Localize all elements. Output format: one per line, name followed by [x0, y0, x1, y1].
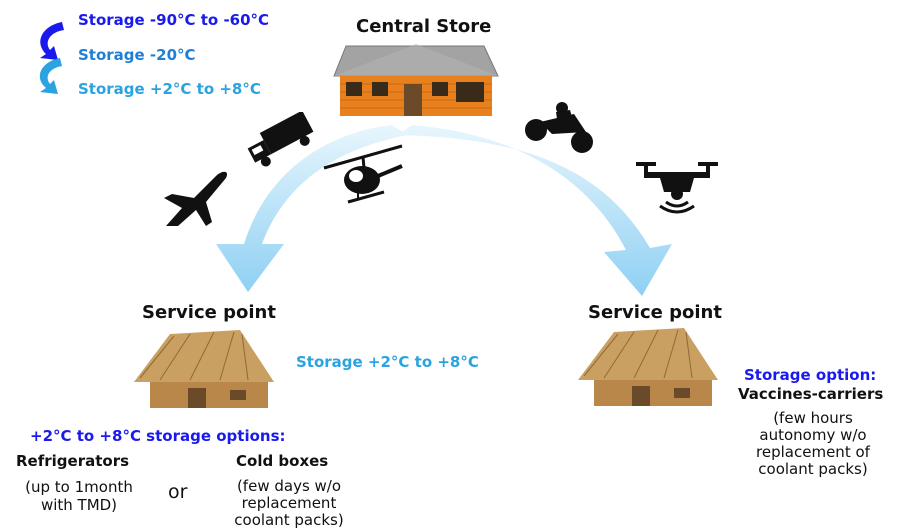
hut-icon [134, 330, 274, 408]
vaccine-carriers-line-4: coolant packs) [758, 460, 868, 478]
legend-item-frozen: Storage -20°C [78, 46, 196, 64]
central-store-title: Central Store [356, 16, 492, 37]
legend-curl-arrow-bottom [39, 58, 62, 94]
legend-curl-arrow-top [40, 22, 64, 60]
cold-boxes-line-3: coolant packs) [234, 511, 344, 529]
hut-icon [578, 328, 718, 406]
vaccine-carriers-description: (few hours autonomy w/o replacement of c… [730, 410, 896, 478]
cold-boxes-line-1: (few days w/o [236, 477, 342, 495]
storage-legend: Storage -90°C to -60°C Storage -20°C Sto… [78, 11, 269, 98]
cold-boxes-description: (few days w/o replacement coolant packs) [212, 478, 366, 529]
right-service-point-title: Service point [588, 302, 722, 323]
vaccine-carriers-title: Vaccines-carriers [738, 385, 884, 403]
helicopter-icon [323, 144, 403, 204]
refrigerators-description: (up to 1month with TMD) [6, 478, 152, 514]
vaccine-carriers-line-1: (few hours [773, 409, 853, 427]
left-options-heading: +2°C to +8°C storage options: [30, 427, 286, 445]
refrigerators-line-1: (up to 1month [25, 478, 133, 496]
vaccine-carriers-line-3: replacement of [756, 443, 870, 461]
or-label: or [168, 481, 188, 503]
drone-icon [636, 162, 718, 214]
cold-boxes-line-2: replacement [241, 494, 337, 512]
arrow-to-left-service-point [216, 125, 408, 292]
motorcycle-icon [525, 102, 593, 153]
refrigerators-title: Refrigerators [16, 452, 130, 470]
arrow-to-right-service-point [398, 125, 672, 296]
right-storage-heading: Storage option: [744, 366, 877, 384]
truck-icon [247, 112, 314, 167]
house-icon [333, 44, 499, 116]
vaccine-carriers-line-2: autonomy w/o [759, 426, 867, 444]
legend-item-refrigerated: Storage +2°C to +8°C [78, 80, 261, 98]
legend-item-ultra-cold: Storage -90°C to -60°C [78, 11, 270, 29]
refrigerators-line-2: with TMD) [40, 496, 118, 514]
cold-boxes-title: Cold boxes [236, 452, 329, 470]
left-service-point-title: Service point [142, 302, 276, 323]
airplane-icon [164, 171, 228, 226]
left-storage-label: Storage +2°C to +8°C [296, 353, 479, 371]
